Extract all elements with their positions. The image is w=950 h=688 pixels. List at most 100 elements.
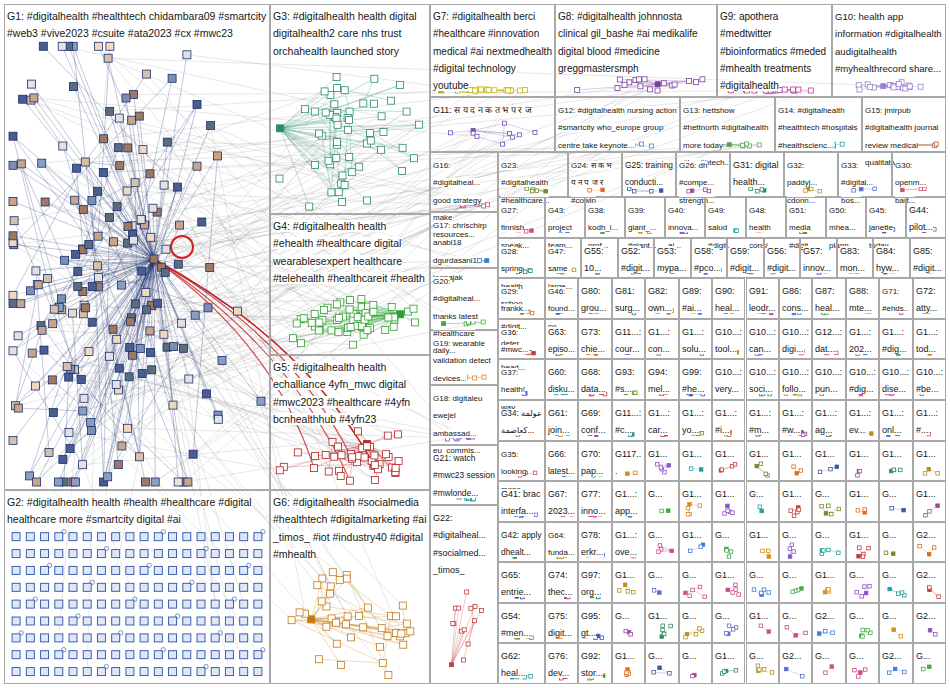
vertex-icon bbox=[147, 349, 155, 357]
group-link bbox=[63, 259, 154, 459]
vertex-icon bbox=[72, 250, 80, 258]
vertex-icon bbox=[615, 85, 620, 90]
group-link bbox=[104, 172, 182, 323]
vertex-icon bbox=[151, 478, 159, 486]
vertex-icon bbox=[85, 348, 93, 356]
vertex-icon bbox=[114, 144, 122, 152]
vertex-icon bbox=[112, 380, 120, 388]
vertex-icon bbox=[704, 188, 708, 192]
vertex-icon bbox=[328, 327, 335, 334]
vertex-icon bbox=[168, 74, 176, 82]
vertex-icon bbox=[707, 189, 711, 193]
vertex-icon bbox=[45, 448, 53, 456]
vertex-icon bbox=[33, 478, 41, 486]
group-link bbox=[337, 113, 414, 158]
vertex-icon bbox=[301, 106, 308, 113]
group-link bbox=[13, 242, 208, 307]
vertex-icon bbox=[323, 623, 330, 630]
vertex-icon bbox=[276, 175, 283, 182]
group-link bbox=[117, 207, 154, 259]
group-link bbox=[13, 259, 154, 303]
vertex-icon bbox=[627, 80, 632, 85]
vertex-icon bbox=[79, 205, 87, 213]
vertex-icon bbox=[55, 617, 63, 625]
vertex-icon bbox=[457, 606, 461, 610]
vertex-icon bbox=[627, 187, 631, 191]
vertex-icon bbox=[97, 651, 105, 659]
vertex-icon bbox=[69, 668, 77, 676]
vertex-icon bbox=[300, 315, 307, 322]
vertex-icon bbox=[94, 42, 102, 50]
vertex-icon bbox=[240, 550, 248, 558]
vertex-icon bbox=[71, 196, 79, 204]
cross-links bbox=[13, 46, 910, 675]
vertex-icon bbox=[735, 229, 739, 233]
vertex-icon bbox=[55, 668, 63, 676]
vertex-icon bbox=[473, 605, 477, 609]
group-link bbox=[890, 589, 905, 595]
vertex-icon bbox=[135, 112, 143, 120]
vertex-icon bbox=[296, 609, 303, 616]
vertex-icon bbox=[640, 142, 644, 146]
vertex-icon bbox=[128, 116, 136, 124]
vertex-icon bbox=[69, 583, 77, 591]
vertex-icon bbox=[124, 144, 132, 152]
vertex-icon bbox=[123, 424, 131, 432]
vertex-icon bbox=[113, 335, 121, 343]
vertex-icon bbox=[225, 651, 233, 659]
vertex-icon bbox=[55, 600, 63, 608]
group-link bbox=[503, 123, 505, 144]
vertex-icon bbox=[390, 323, 397, 330]
vertex-icon bbox=[169, 651, 177, 659]
vertex-icon bbox=[416, 121, 423, 128]
vertex-icon bbox=[370, 308, 377, 315]
cross-link bbox=[108, 58, 359, 167]
group-link bbox=[193, 156, 217, 454]
vertex-icon bbox=[197, 651, 205, 659]
group-link bbox=[85, 162, 120, 166]
vertex-icon bbox=[184, 478, 192, 486]
vertex-icon bbox=[335, 329, 342, 336]
group-link bbox=[98, 46, 110, 236]
vertex-icon bbox=[112, 651, 120, 659]
vertex-icon bbox=[333, 155, 340, 162]
vertex-icon bbox=[142, 289, 150, 297]
vertex-icon bbox=[240, 566, 248, 574]
vertex-icon bbox=[225, 617, 233, 625]
vertex-icon bbox=[160, 330, 168, 338]
vertex-icon bbox=[135, 453, 143, 461]
vertex-icon bbox=[472, 619, 476, 623]
vertex-icon bbox=[364, 327, 371, 334]
vertex-icon bbox=[349, 454, 356, 461]
vertex-icon bbox=[149, 204, 157, 212]
vertex-icon bbox=[790, 87, 795, 92]
vertex-icon bbox=[638, 84, 643, 89]
group-link bbox=[108, 58, 154, 259]
vertex-icon bbox=[41, 566, 49, 574]
group-link bbox=[29, 259, 154, 476]
vertex-icon bbox=[112, 617, 120, 625]
vertex-icon bbox=[136, 345, 144, 353]
vertex-icon bbox=[38, 326, 46, 334]
group-link bbox=[367, 144, 402, 172]
cross-link bbox=[174, 144, 611, 347]
group-link bbox=[154, 259, 218, 419]
vertex-icon bbox=[65, 373, 73, 381]
group-link bbox=[154, 259, 238, 311]
vertex-icon bbox=[225, 600, 233, 608]
vertex-icon bbox=[377, 643, 384, 650]
vertex-icon bbox=[100, 135, 108, 143]
cross-link bbox=[13, 351, 292, 620]
vertex-icon bbox=[114, 461, 122, 469]
vertex-icon bbox=[106, 107, 114, 115]
vertex-icon bbox=[154, 617, 162, 625]
vertex-icon bbox=[183, 533, 191, 541]
vertex-icon bbox=[83, 651, 91, 659]
group-link bbox=[31, 100, 63, 146]
group-link bbox=[154, 126, 211, 259]
vertex-icon bbox=[517, 88, 522, 93]
vertex-icon bbox=[32, 267, 40, 275]
vertex-icon bbox=[197, 566, 205, 574]
vertex-icon bbox=[649, 144, 653, 148]
vertex-icon bbox=[12, 566, 20, 574]
